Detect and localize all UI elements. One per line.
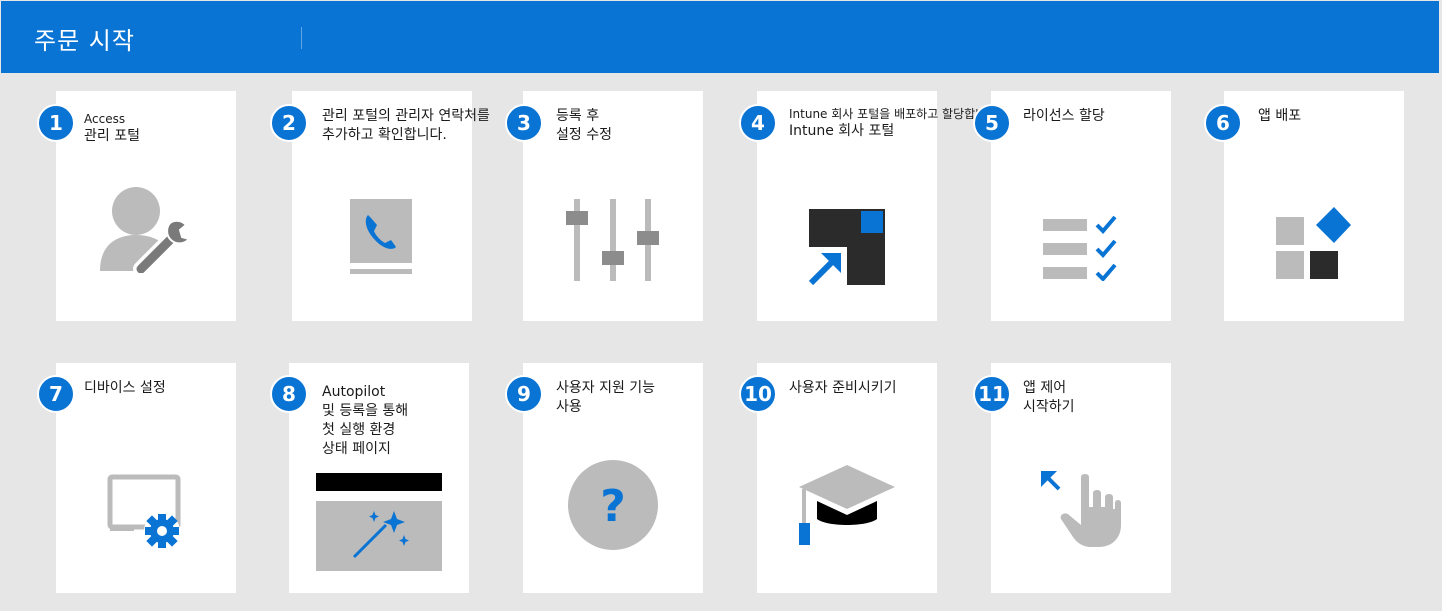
step-6-line1: 앱 배포 bbox=[1258, 108, 1302, 124]
step-card-10[interactable] bbox=[757, 363, 937, 593]
step-badge-10: 10 bbox=[739, 375, 777, 413]
step-2-line1: 관리 포털의 관리자 연락처를 bbox=[322, 108, 490, 124]
step-8-line1: Autopilot bbox=[322, 384, 386, 400]
step-label-1: Access 관리 포털 bbox=[84, 112, 140, 146]
step-card-1[interactable] bbox=[56, 91, 236, 321]
deploy-portal-icon bbox=[808, 209, 885, 286]
step-card-6[interactable] bbox=[1224, 91, 1404, 321]
step-badge-11: 11 bbox=[973, 375, 1011, 413]
step-9-line1: 사용자 지원 기능 bbox=[556, 380, 656, 396]
admin-wrench-icon bbox=[100, 187, 191, 273]
step-card-11[interactable] bbox=[991, 363, 1171, 593]
checklist-icon bbox=[1043, 215, 1117, 281]
step-label-10: 사용자 준비시키기 bbox=[789, 379, 897, 398]
device-settings-icon bbox=[107, 474, 181, 549]
step-card-9[interactable]: ? bbox=[523, 363, 703, 593]
step-5-line1: 라이선스 할당 bbox=[1023, 108, 1105, 124]
contact-book-icon bbox=[350, 199, 412, 274]
step-label-3: 등록 후 설정 수정 bbox=[556, 107, 612, 145]
step-badge-1: 1 bbox=[37, 104, 75, 142]
apps-grid-icon bbox=[1276, 207, 1351, 279]
step-label-11: 앱 제어 시작하기 bbox=[1023, 379, 1075, 417]
step-badge-2: 2 bbox=[270, 104, 308, 142]
step-1-line2: 관리 포털 bbox=[84, 128, 140, 144]
settings-sliders-icon bbox=[566, 199, 659, 281]
step-card-8[interactable] bbox=[289, 363, 469, 593]
step-badge-8: 8 bbox=[270, 375, 308, 413]
step-4-line1: Intune 회사 포털을 배포하고 할당합니다. bbox=[789, 107, 1002, 121]
step-11-line1: 앱 제어 bbox=[1023, 380, 1067, 396]
step-3-line1: 등록 후 bbox=[556, 108, 600, 124]
step-badge-3: 3 bbox=[505, 104, 543, 142]
step-badge-7: 7 bbox=[37, 375, 75, 413]
step-11-line2: 시작하기 bbox=[1023, 399, 1075, 415]
page-title: 주문 시작 bbox=[34, 27, 135, 55]
step-label-7: 디바이스 설정 bbox=[84, 379, 166, 398]
touch-hand-icon bbox=[1041, 471, 1121, 547]
step-8-line4: 상태 페이지 bbox=[322, 441, 391, 457]
step-10-line1: 사용자 준비시키기 bbox=[789, 380, 897, 396]
step-card-7[interactable] bbox=[56, 363, 236, 593]
step-label-2: 관리 포털의 관리자 연락처를 추가하고 확인합니다. bbox=[322, 107, 490, 145]
svg-text:?: ? bbox=[600, 481, 626, 532]
step-3-line2: 설정 수정 bbox=[556, 127, 612, 143]
step-card-3[interactable] bbox=[523, 91, 703, 321]
step-card-4[interactable] bbox=[757, 91, 937, 321]
help-question-icon: ? bbox=[568, 460, 658, 550]
step-8-line2: 및 등록을 통해 bbox=[322, 403, 409, 419]
step-9-line2: 사용 bbox=[556, 399, 582, 415]
step-badge-9: 9 bbox=[505, 375, 543, 413]
step-card-5[interactable] bbox=[991, 91, 1171, 321]
step-badge-4: 4 bbox=[739, 104, 777, 142]
header-banner: 주문 시작 bbox=[1, 1, 1439, 73]
step-8-line3: 첫 실행 환경 bbox=[322, 422, 396, 438]
header-divider bbox=[301, 27, 302, 49]
step-label-4: Intune 회사 포털을 배포하고 할당합니다. Intune 회사 포털 bbox=[789, 107, 1001, 141]
step-label-9: 사용자 지원 기능 사용 bbox=[556, 379, 655, 417]
step-card-2[interactable] bbox=[292, 91, 472, 321]
graduation-cap-icon bbox=[799, 465, 895, 545]
step-2-line2: 추가하고 확인합니다. bbox=[322, 127, 447, 143]
step-7-line1: 디바이스 설정 bbox=[84, 380, 166, 396]
step-label-8: Autopilot 및 등록을 통해 첫 실행 환경 상태 페이지 bbox=[322, 383, 408, 459]
step-label-6: 앱 배포 bbox=[1258, 107, 1301, 126]
step-1-line1: Access bbox=[84, 112, 126, 126]
magic-wand-window-icon bbox=[316, 473, 442, 571]
step-label-5: 라이선스 할당 bbox=[1023, 107, 1105, 126]
step-badge-5: 5 bbox=[973, 104, 1011, 142]
step-badge-6: 6 bbox=[1204, 104, 1242, 142]
step-4-line2: Intune 회사 포털 bbox=[789, 123, 895, 139]
